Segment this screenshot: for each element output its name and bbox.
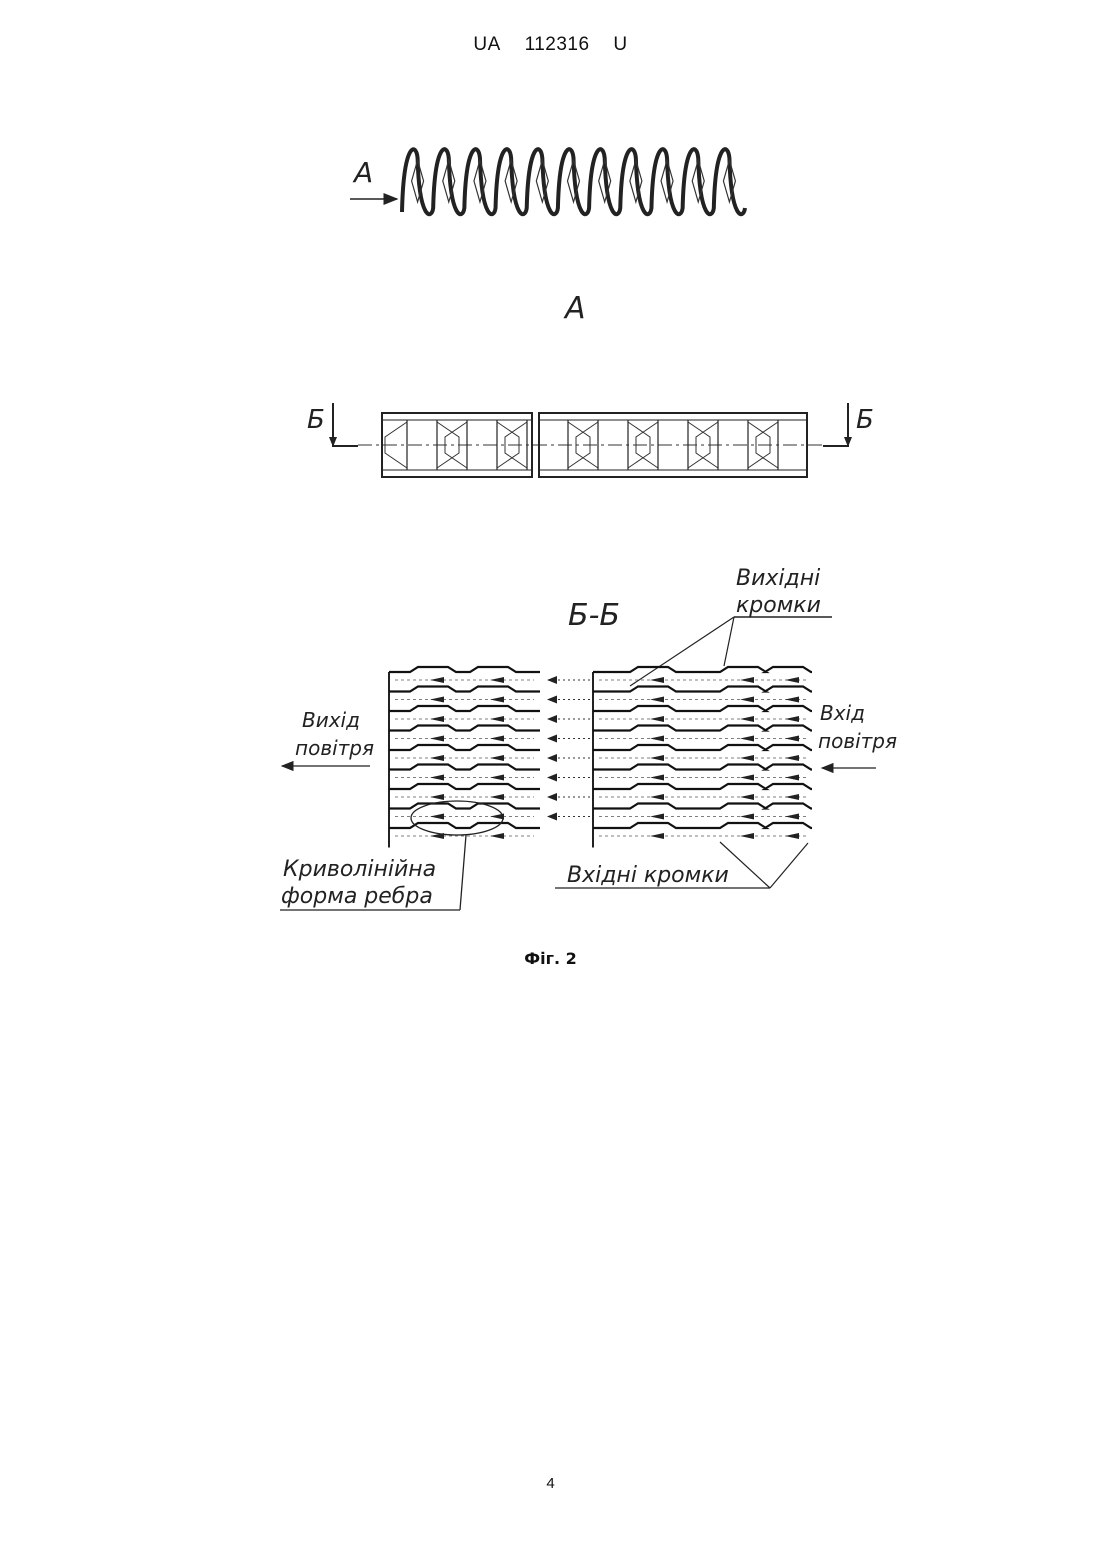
- fin-edge-mark: [740, 794, 754, 800]
- fin-edge-mark: [430, 716, 444, 722]
- fin-rib: [389, 784, 540, 789]
- fin-edge-mark: [740, 736, 754, 742]
- fin-edge-mark: [785, 755, 799, 761]
- view-a-strip: Б Б: [307, 403, 874, 477]
- fin-rib: [389, 765, 540, 770]
- air-out-label-1: Вихід: [302, 708, 360, 732]
- view-a-title: А: [563, 291, 586, 326]
- fin-edge-mark: [785, 736, 799, 742]
- section-b-b: Б-Б Вихідні кромки Вихід повітря Вхід по…: [280, 566, 897, 910]
- fin-edge-mark: [650, 755, 664, 761]
- fin-edge-mark: [430, 677, 444, 683]
- fin-edge-mark: [740, 697, 754, 703]
- air-in-label-2: повітря: [818, 729, 897, 753]
- curved-rib-leader: [460, 835, 466, 910]
- fin-edge-mark: [490, 697, 504, 703]
- fin-rib: [593, 726, 812, 731]
- fin-rib: [593, 687, 812, 692]
- flow-arrows: [548, 680, 590, 817]
- fin-edge-mark: [740, 716, 754, 722]
- fin-edge-mark: [490, 736, 504, 742]
- fin-edge-mark: [740, 775, 754, 781]
- fin-edge-mark: [740, 814, 754, 820]
- fin-edge-mark: [650, 716, 664, 722]
- fin-rib: [593, 706, 812, 711]
- fin-edge-mark: [430, 794, 444, 800]
- view-a-arrow-label: А: [352, 156, 373, 189]
- fin-edge-mark: [785, 814, 799, 820]
- fin-rib: [389, 667, 540, 672]
- figure-caption: Фіг. 2: [0, 949, 1101, 968]
- fin-rib: [593, 667, 812, 672]
- fin-rib: [389, 804, 540, 809]
- fin-rib: [389, 745, 540, 750]
- fin-edge-mark: [785, 775, 799, 781]
- exit-edges-label-2: кромки: [736, 593, 821, 618]
- entry-edges-label: Вхідні кромки: [567, 863, 729, 888]
- fin-edge-mark: [740, 677, 754, 683]
- air-in-label-1: Вхід: [820, 701, 865, 725]
- fin-edge-mark: [490, 677, 504, 683]
- section-mark-right: Б: [856, 405, 874, 435]
- fin-rib: [593, 804, 812, 809]
- fin-rib: [593, 823, 812, 828]
- fin-edge-mark: [430, 814, 444, 820]
- fin-edge-mark: [430, 736, 444, 742]
- fin-edge-mark: [650, 814, 664, 820]
- fin-edge-mark: [650, 775, 664, 781]
- fin-rib: [389, 687, 540, 692]
- fin-edge-mark: [785, 794, 799, 800]
- fin-rib: [593, 784, 812, 789]
- curved-rib-label-1: Криволінійна: [283, 857, 436, 882]
- exit-edges-leader-1: [630, 617, 734, 686]
- fin-rib: [389, 726, 540, 731]
- fin-edge-mark: [785, 677, 799, 683]
- curved-rib-highlight: [411, 801, 503, 835]
- fin-edge-mark: [490, 833, 504, 839]
- right-fin-stack: [593, 667, 812, 848]
- fin-edge-mark: [740, 833, 754, 839]
- section-title: Б-Б: [568, 598, 620, 633]
- fin-edge-mark: [490, 755, 504, 761]
- fin-edge-mark: [490, 775, 504, 781]
- page-number: 4: [0, 1475, 1101, 1492]
- fin-edge-mark: [740, 755, 754, 761]
- fin-edge-mark: [430, 697, 444, 703]
- fin-edge-mark: [650, 677, 664, 683]
- fin-rib: [593, 765, 812, 770]
- fin-rib: [389, 706, 540, 711]
- section-cut-left: [333, 403, 358, 446]
- fin-rib: [593, 745, 812, 750]
- fin-edge-mark: [785, 697, 799, 703]
- section-cut-right: [823, 403, 848, 446]
- fin-edge-mark: [650, 833, 664, 839]
- fin-edge-mark: [785, 833, 799, 839]
- fin-edge-mark: [650, 697, 664, 703]
- fin-edge-mark: [650, 736, 664, 742]
- curved-rib-label-2: форма ребра: [281, 884, 433, 909]
- entry-edges-leader-2: [770, 843, 808, 888]
- fin-edge-mark: [650, 794, 664, 800]
- fin-edge-mark: [490, 794, 504, 800]
- fin-edge-mark: [430, 755, 444, 761]
- corrugated-fin-view: А: [350, 149, 745, 214]
- fin-rib: [389, 823, 540, 828]
- fin-edge-mark: [490, 716, 504, 722]
- exit-edges-leader-2: [724, 617, 734, 666]
- section-mark-left: Б: [307, 405, 325, 435]
- exit-edges-label-1: Вихідні: [736, 566, 820, 591]
- air-out-label-2: повітря: [295, 736, 374, 760]
- fin-edge-mark: [785, 716, 799, 722]
- fin-edge-mark: [430, 775, 444, 781]
